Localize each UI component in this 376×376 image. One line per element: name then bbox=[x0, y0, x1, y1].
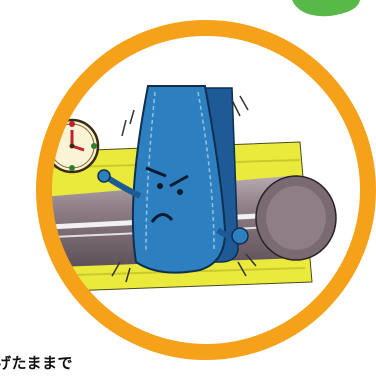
lifting-sling-icon bbox=[97, 85, 257, 283]
corner-tab bbox=[292, 0, 360, 17]
scene bbox=[44, 28, 368, 352]
frame-ring bbox=[36, 20, 376, 360]
caption-text: げたままで bbox=[0, 354, 74, 372]
